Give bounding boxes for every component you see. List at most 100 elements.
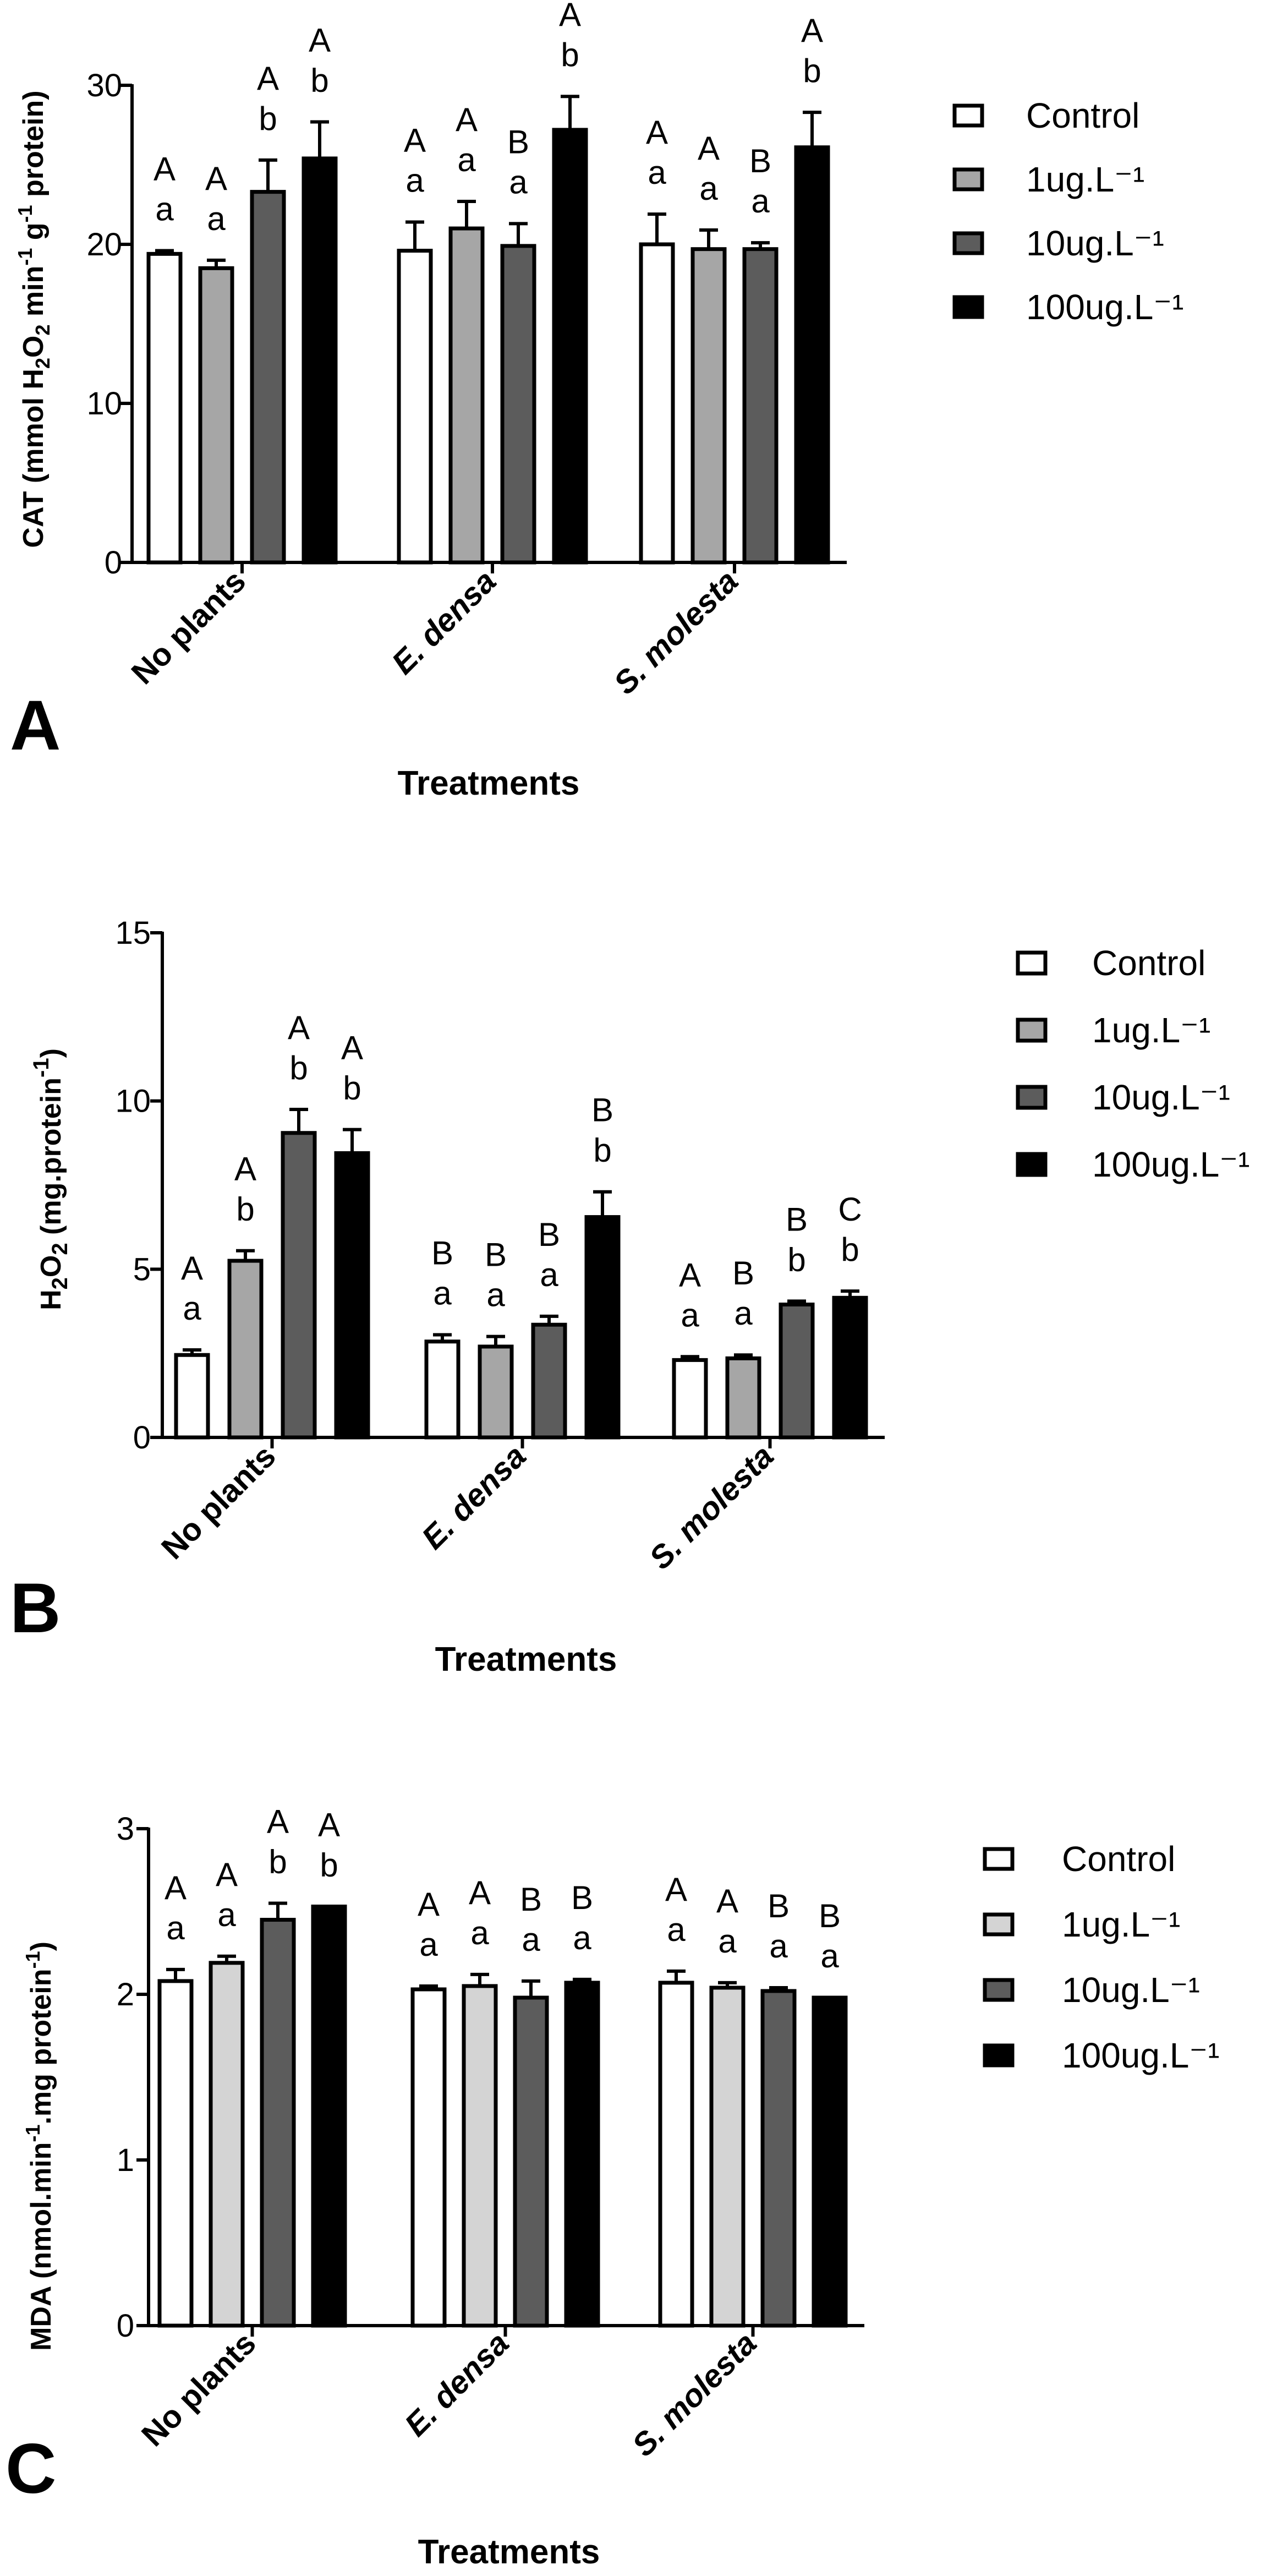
panel-b-letter-upper-no-plants-s2: A xyxy=(288,1009,310,1046)
panel-a-legend-swatch-0 xyxy=(952,103,984,128)
panel-c-letter-upper-e-densa-s1: A xyxy=(469,1874,491,1911)
panel-b-bar-s-molesta-s0 xyxy=(672,1358,708,1440)
panel-a-letter-lower-e-densa-s1: a xyxy=(457,141,476,178)
panel-a-letter-lower-e-densa-s2: a xyxy=(509,163,528,200)
panel-a-legend-label-2: 10ug.L⁻¹ xyxy=(1026,223,1164,263)
panel-c-letter-lower-no-plants-s3: b xyxy=(320,1846,338,1883)
panel-c-ytick-label-3: 3 xyxy=(117,1811,134,1847)
panel-c-xlabel: Treatments xyxy=(418,2533,600,2571)
panel-b-letter-lower-e-densa-s0: a xyxy=(433,1275,452,1312)
panel-a-letter-upper-no-plants-s0: A xyxy=(154,151,176,188)
panel-c-ytick-label-0: 0 xyxy=(117,2308,134,2344)
panel-c-legend-swatch-3 xyxy=(983,2043,1015,2068)
panel-b-legend-swatch-2 xyxy=(1016,1085,1048,1110)
panel-c-bar-e-densa-s2 xyxy=(513,1995,549,2328)
panel-b-bar-s-molesta-s1 xyxy=(725,1356,761,1440)
panel-c-bar-s-molesta-s3 xyxy=(812,1995,848,2328)
panel-c-letter-lower-e-densa-s3: a xyxy=(573,1919,591,1956)
panel-a-bar-e-densa-s1 xyxy=(448,226,485,565)
panel-c-letter-upper-no-plants-s1: A xyxy=(216,1856,238,1893)
panel-c-legend-swatch-1 xyxy=(983,1912,1015,1937)
panel-c-letter-upper-no-plants-s2: A xyxy=(267,1803,289,1840)
panel-c-bar-s-molesta-s2 xyxy=(760,1989,797,2328)
panel-b-letter-lower-s-molesta-s1: a xyxy=(734,1295,753,1332)
panel-a-letter-upper-s-molesta-s0: A xyxy=(646,114,668,151)
panel-b-ylabel: H2O2 (mg.protein-1) xyxy=(29,1048,72,1310)
panel-a-letter-lower-e-densa-s3: b xyxy=(561,36,579,73)
panel-a-letter: A xyxy=(10,686,61,765)
panel-b-legend-label-1: 1ug.L⁻¹ xyxy=(1092,1010,1210,1050)
panel-a-letter-upper-e-densa-s0: A xyxy=(404,122,426,159)
panel-a-letter-lower-no-plants-s2: b xyxy=(259,100,277,137)
panel-a-bar-e-densa-s3 xyxy=(552,128,588,565)
panel-c-letter: C xyxy=(6,2430,56,2508)
panel-a-letter-upper-e-densa-s1: A xyxy=(456,101,478,138)
panel-c-letter-lower-s-molesta-s0: a xyxy=(667,1911,686,1948)
panel-b-bar-no-plants-s1 xyxy=(227,1259,264,1440)
panel-c-legend-label-1: 1ug.L⁻¹ xyxy=(1062,1905,1180,1944)
panel-a-legend-swatch-2 xyxy=(952,231,984,255)
panel-b-bar-e-densa-s0 xyxy=(424,1339,461,1440)
panel-a-bar-no-plants-s0 xyxy=(146,251,183,565)
panel-c-letter-lower-e-densa-s1: a xyxy=(470,1915,489,1951)
panel-b-letter-upper-no-plants-s0: A xyxy=(181,1250,203,1287)
panel-c-bar-no-plants-s1 xyxy=(209,1961,245,2328)
panel-c-bar-e-densa-s3 xyxy=(564,1981,600,2328)
panel-b-bar-no-plants-s3 xyxy=(334,1151,370,1440)
panel-c-letter-upper-s-molesta-s0: A xyxy=(665,1871,687,1908)
panel-c-bar-s-molesta-s0 xyxy=(658,1981,694,2328)
panel-b-legend-label-2: 10ug.L⁻¹ xyxy=(1092,1078,1230,1117)
panel-b-letter-lower-no-plants-s0: a xyxy=(183,1290,201,1327)
panel-a-letter-upper-no-plants-s2: A xyxy=(257,60,279,97)
panel-c-legend-swatch-0 xyxy=(983,1847,1015,1871)
panel-c-bar-e-densa-s1 xyxy=(462,1984,498,2328)
panel-c-category-label-no-plants: No plants xyxy=(135,2325,263,2453)
panel-b-legend-swatch-0 xyxy=(1016,950,1048,976)
panel-a-letter-lower-s-molesta-s3: b xyxy=(803,52,821,89)
panel-b-letter-upper-e-densa-s1: B xyxy=(485,1237,507,1273)
panel-c-legend-swatch-2 xyxy=(983,1978,1015,2002)
panel-b-letter-lower-s-molesta-s3: b xyxy=(841,1231,859,1268)
panel-c-letter-upper-s-molesta-s2: B xyxy=(768,1888,790,1924)
panel-b-letter-upper-e-densa-s0: B xyxy=(431,1235,453,1272)
panel-b-letter-upper-e-densa-s3: B xyxy=(591,1092,613,1129)
panel-a-category-label-e-densa: E. densa xyxy=(385,563,503,681)
panel-a-bar-e-densa-s2 xyxy=(500,244,536,565)
panel-c-bar-e-densa-s0 xyxy=(410,1987,447,2328)
panel-c-bar-no-plants-s3 xyxy=(311,1904,347,2328)
panel-b-letter-lower-no-plants-s1: b xyxy=(236,1191,254,1228)
panel-c-letter-upper-e-densa-s2: B xyxy=(520,1881,542,1918)
panel-b-letter-upper-s-molesta-s0: A xyxy=(679,1256,701,1293)
panel-c-bar-no-plants-s2 xyxy=(260,1918,296,2328)
panel-a-ylabel: CAT (mmol H2O2 min-1 g-1 protein) xyxy=(14,90,54,548)
panel-a-bar-s-molesta-s2 xyxy=(742,247,779,565)
panel-a-bar-no-plants-s1 xyxy=(198,266,234,565)
panel-c-category-label-s-molesta: S. molesta xyxy=(626,2325,764,2463)
panel-a-ytick-label-30: 30 xyxy=(86,68,122,103)
panel-a-bar-s-molesta-s0 xyxy=(639,242,675,565)
panel-a-letter-upper-no-plants-s1: A xyxy=(205,160,227,197)
panel-c-bar-no-plants-s0 xyxy=(157,1979,194,2328)
panel-c-letter-upper-no-plants-s0: A xyxy=(165,1869,187,1906)
panel-b-letter-upper-no-plants-s3: A xyxy=(341,1030,363,1067)
panel-a-category-label-no-plants: No plants xyxy=(124,563,253,691)
panel-b-legend-label-3: 100ug.L⁻¹ xyxy=(1092,1145,1249,1184)
panel-a-letter-upper-e-densa-s2: B xyxy=(507,123,529,160)
panel-a-bar-s-molesta-s1 xyxy=(690,247,727,565)
panel-b-letter-upper-s-molesta-s2: B xyxy=(786,1201,808,1238)
panel-a-letter-lower-no-plants-s0: a xyxy=(155,191,174,228)
panel-c-letter-lower-s-molesta-s1: a xyxy=(718,1923,737,1960)
panel-a-letter-lower-s-molesta-s1: a xyxy=(699,170,718,207)
panel-a-bar-no-plants-s2 xyxy=(250,190,286,565)
panel-b-bar-e-densa-s3 xyxy=(584,1215,621,1440)
panel-b-letter-lower-e-densa-s1: a xyxy=(486,1277,505,1314)
panel-c-bar-s-molesta-s1 xyxy=(709,1986,746,2328)
panel-a-letter-lower-e-densa-s0: a xyxy=(405,162,424,199)
panel-a-legend-swatch-1 xyxy=(952,167,984,192)
panel-c-legend-label-0: Control xyxy=(1062,1839,1175,1879)
